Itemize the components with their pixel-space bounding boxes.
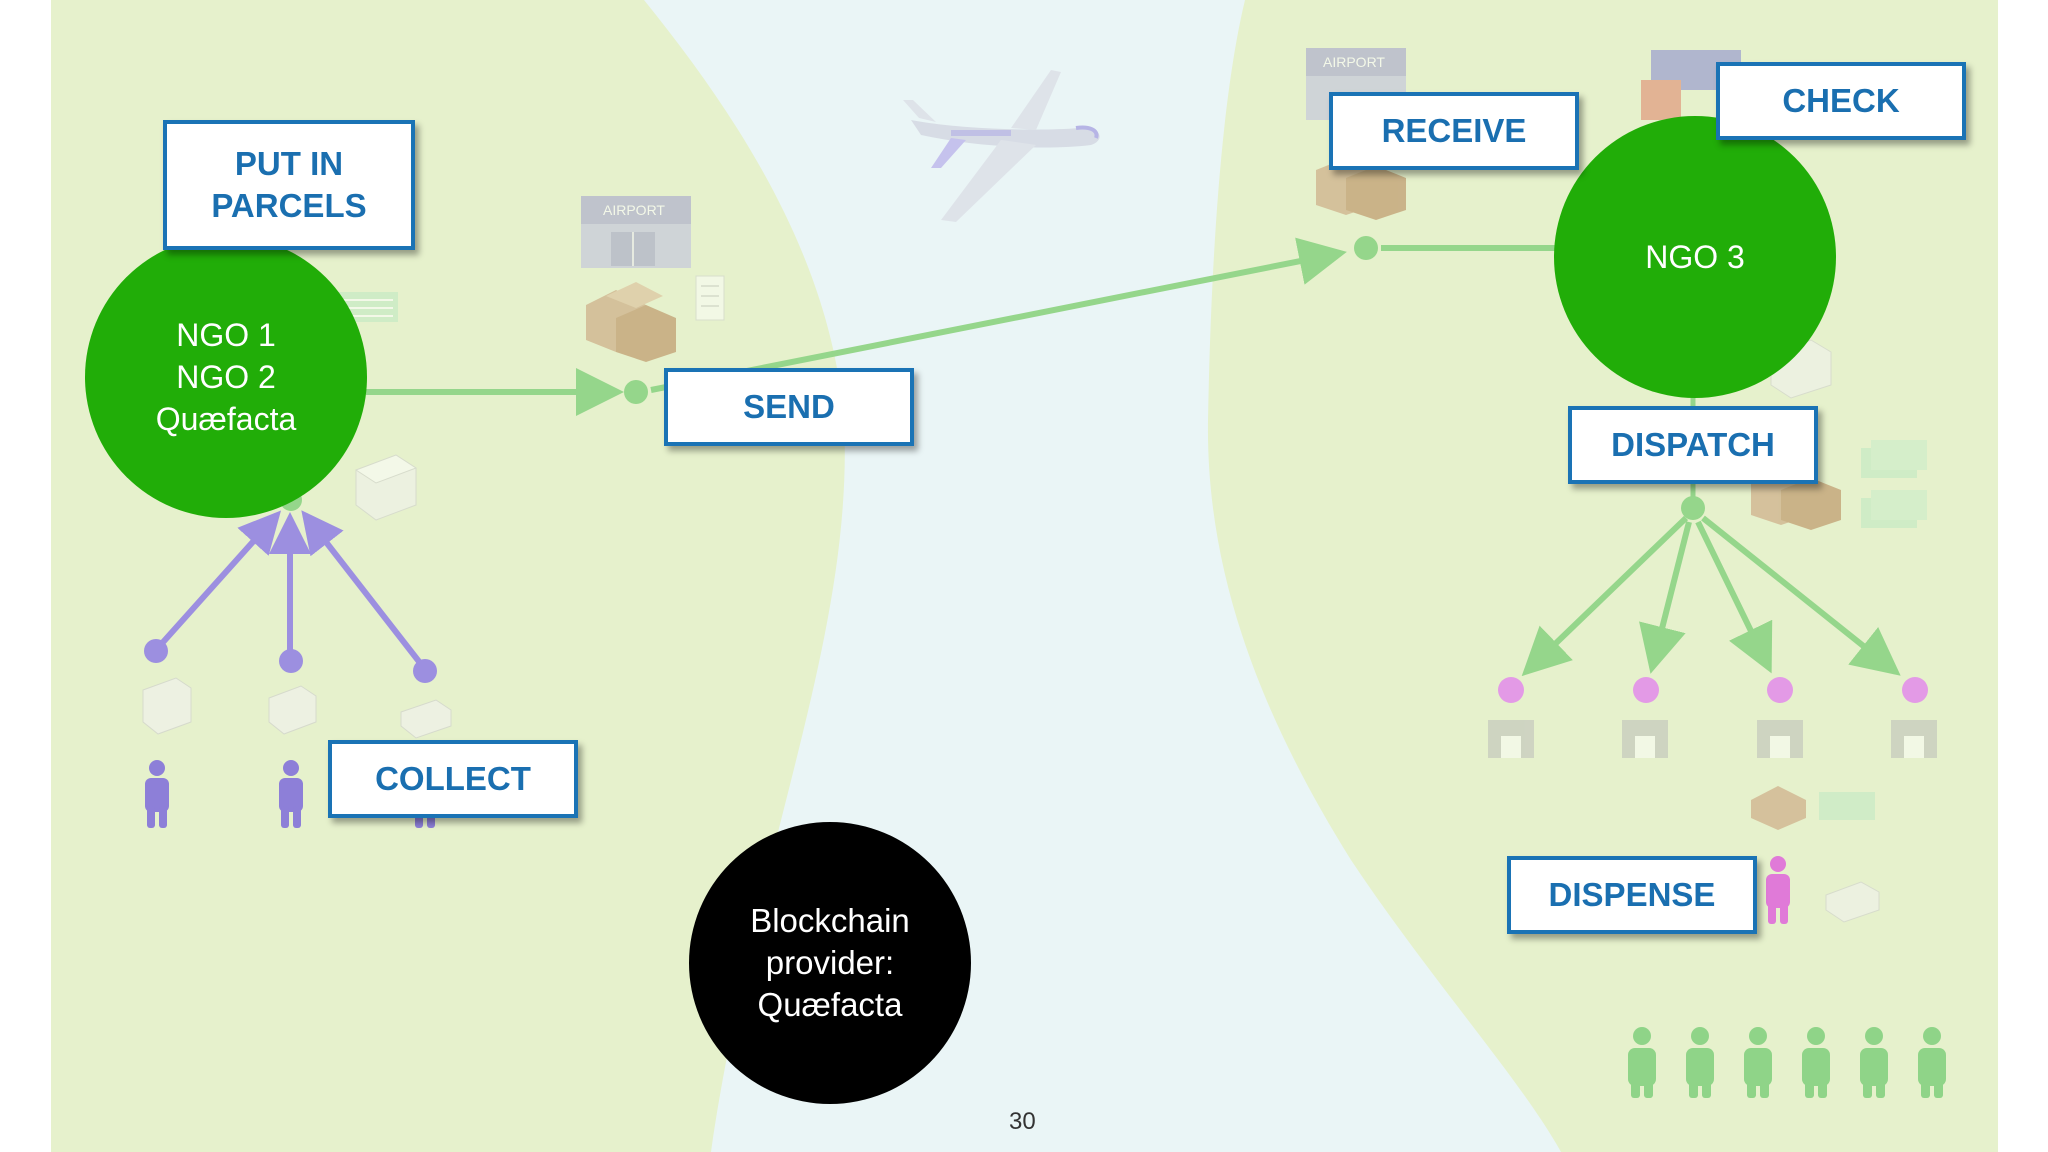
airplane-icon xyxy=(903,70,1100,222)
pharmacy-building-icon xyxy=(1622,720,1668,758)
collect-arrow xyxy=(301,510,427,670)
pill-pack-icon xyxy=(354,454,418,521)
ngo-left-line-1: NGO 1 xyxy=(176,317,276,353)
person-icon xyxy=(1766,856,1790,924)
person-icon xyxy=(1744,1027,1772,1098)
flow-diagram xyxy=(144,236,1946,1098)
pill-pack-icon xyxy=(142,677,192,735)
collect-label: COLLECT xyxy=(328,740,578,818)
receive-label: RECEIVE xyxy=(1329,92,1579,170)
dispatch-arrow xyxy=(1695,520,1773,674)
airport-building-icon: AIRPORT xyxy=(581,196,691,268)
ngo-left-line-3: Quæfacta xyxy=(155,401,297,437)
collect-node xyxy=(144,639,168,663)
collect-node xyxy=(413,659,437,683)
pharmacy-building-icon xyxy=(1891,720,1937,758)
dispatch-arrow xyxy=(1639,521,1692,674)
collect-node xyxy=(279,649,303,673)
ngo-right-label: NGO 3 xyxy=(1645,239,1745,275)
dispense-node xyxy=(1902,677,1928,703)
ngo-left-line-2: NGO 2 xyxy=(176,359,276,395)
pill-pack-icon xyxy=(1825,881,1880,923)
box-stack-icon xyxy=(586,282,676,362)
collect-arrow xyxy=(153,510,282,653)
slide: AIRPORT AIRPOR xyxy=(51,0,1998,1152)
document-icon xyxy=(1819,792,1875,820)
dispense-label: DISPENSE xyxy=(1507,856,1757,934)
airport-left-label: AIRPORT xyxy=(603,202,665,218)
send-label: SEND xyxy=(664,368,914,446)
page-number: 30 xyxy=(1009,1108,1036,1135)
check-label: CHECK xyxy=(1716,62,1966,140)
box-stack-icon xyxy=(1316,158,1406,220)
pharmacy-building-icon xyxy=(1488,720,1534,758)
person-icon xyxy=(1686,1027,1714,1098)
dispatch-arrow xyxy=(1521,515,1689,677)
person-icon xyxy=(1860,1027,1888,1098)
dispense-node xyxy=(1767,677,1793,703)
person-icon xyxy=(1918,1027,1946,1098)
dispatch-label: DISPATCH xyxy=(1568,406,1818,484)
pill-pack-icon xyxy=(268,685,317,735)
document-icon xyxy=(695,275,725,321)
box-stack-icon xyxy=(1751,786,1806,830)
blockchain-provider-node: Blockchain provider: Quæfacta xyxy=(689,822,971,1104)
pill-pack-icon xyxy=(400,699,452,739)
receive-node xyxy=(1354,236,1378,260)
document-icon xyxy=(1861,440,1927,528)
airport-right-label: AIRPORT xyxy=(1323,54,1385,70)
put-in-parcels-label: PUT IN PARCELS xyxy=(163,120,415,250)
person-icon xyxy=(1628,1027,1656,1098)
dispense-node xyxy=(1498,677,1524,703)
dispatch-arrow xyxy=(1701,515,1901,676)
send-node xyxy=(624,380,648,404)
dispatch-node xyxy=(1681,496,1705,520)
blockchain-line-1: Blockchain xyxy=(750,902,910,939)
person-icon xyxy=(279,760,303,828)
flight-arrow xyxy=(650,237,1347,393)
pharmacy-building-icon xyxy=(1757,720,1803,758)
ngo-right-node: NGO 3 xyxy=(1554,116,1836,398)
blockchain-line-2: provider: xyxy=(765,944,895,981)
blockchain-line-3: Quæfacta xyxy=(757,986,903,1023)
ngo-left-node: NGO 1 NGO 2 Quæfacta xyxy=(85,236,367,518)
person-icon xyxy=(1802,1027,1830,1098)
dispense-node xyxy=(1633,677,1659,703)
person-icon xyxy=(145,760,169,828)
